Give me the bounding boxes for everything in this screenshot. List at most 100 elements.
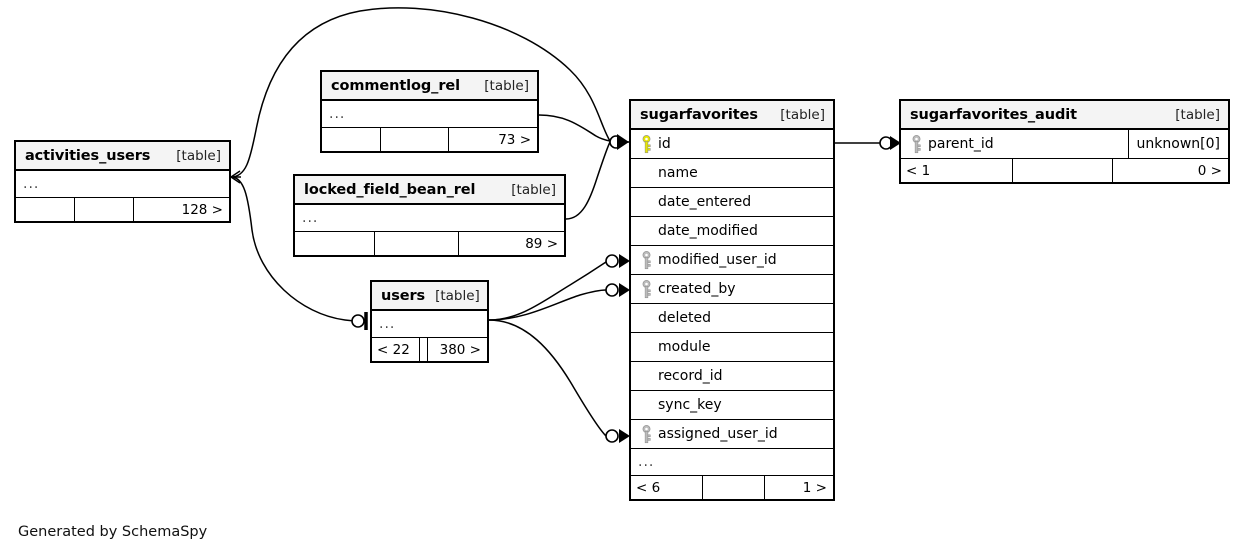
foreign-key-icon bbox=[640, 250, 653, 270]
table-type-tag: [table] bbox=[435, 287, 480, 304]
table-footer: < 22 380 > bbox=[372, 338, 487, 361]
table-footer: 128 > bbox=[16, 198, 229, 221]
footer-middle bbox=[75, 198, 134, 221]
table-title: users bbox=[381, 287, 426, 304]
table-footer: 73 > bbox=[322, 128, 537, 151]
connector-modified-user-id bbox=[605, 254, 630, 268]
table-activities-users[interactable]: activities_users [table] ... 128 > bbox=[14, 140, 231, 223]
column-name: id bbox=[658, 136, 671, 152]
column-row[interactable]: name bbox=[631, 159, 833, 188]
footer-middle bbox=[381, 128, 449, 151]
column-name: parent_id bbox=[928, 136, 994, 152]
table-commentlog-rel[interactable]: commentlog_rel [table] ... 73 > bbox=[320, 70, 539, 153]
connector-audit-parent-id bbox=[879, 136, 901, 150]
footer-parents bbox=[16, 198, 75, 221]
column-row[interactable]: deleted bbox=[631, 304, 833, 333]
columns-ellipsis: ... bbox=[372, 311, 487, 338]
footer-parents: < 22 bbox=[372, 338, 420, 361]
table-title: sugarfavorites_audit bbox=[910, 106, 1077, 123]
column-name: modified_user_id bbox=[658, 252, 777, 268]
columns-ellipsis: ... bbox=[295, 205, 564, 232]
table-footer: 89 > bbox=[295, 232, 564, 255]
column-row[interactable]: date_modified bbox=[631, 217, 833, 246]
edge-commentlog-rel-to-id bbox=[538, 114, 611, 142]
column-row[interactable]: record_id bbox=[631, 362, 833, 391]
footer-children: 128 > bbox=[181, 201, 223, 218]
footer-children: 0 > bbox=[1197, 162, 1222, 179]
connector-activities-users-right bbox=[230, 170, 241, 184]
table-title: activities_users bbox=[25, 147, 151, 164]
table-header: users [table] bbox=[372, 282, 487, 311]
table-type-tag: [table] bbox=[511, 181, 556, 198]
footer-parents bbox=[295, 232, 375, 255]
column-name: assigned_user_id bbox=[658, 426, 778, 442]
table-footer: < 6 1 > bbox=[631, 476, 833, 499]
key-spacer bbox=[640, 338, 653, 357]
footer-parents: < 6 bbox=[631, 476, 703, 499]
columns-ellipsis: ... bbox=[16, 171, 229, 198]
column-name: record_id bbox=[658, 368, 723, 384]
column-name: created_by bbox=[658, 281, 736, 297]
column-name: sync_key bbox=[658, 397, 722, 413]
column-name: name bbox=[658, 165, 698, 181]
footer-children: 380 > bbox=[439, 341, 481, 358]
column-name: deleted bbox=[658, 310, 711, 326]
connector-assigned-user-id bbox=[605, 429, 630, 443]
table-header: sugarfavorites_audit [table] bbox=[901, 101, 1228, 130]
key-spacer bbox=[640, 367, 653, 386]
foreign-key-icon bbox=[640, 424, 653, 444]
table-locked-field-bean-rel[interactable]: locked_field_bean_rel [table] ... 89 > bbox=[293, 174, 566, 257]
edge-locked-field-bean-rel-to-id bbox=[565, 141, 611, 220]
column-row[interactable]: assigned_user_id bbox=[631, 420, 833, 449]
edge-users-to-assigned-user-id bbox=[488, 319, 607, 437]
footer-children: 1 > bbox=[802, 479, 827, 496]
table-type-tag: [table] bbox=[176, 147, 221, 164]
key-spacer bbox=[640, 164, 653, 183]
table-users[interactable]: users [table] ... < 22 380 > bbox=[370, 280, 489, 363]
key-spacer bbox=[640, 396, 653, 415]
table-type-tag: [table] bbox=[1175, 106, 1220, 123]
column-row[interactable]: modified_user_id bbox=[631, 246, 833, 275]
edge-users-to-created-by bbox=[488, 289, 607, 321]
primary-key-icon bbox=[640, 134, 653, 154]
column-row[interactable]: module bbox=[631, 333, 833, 362]
table-header: activities_users [table] bbox=[16, 142, 229, 171]
table-type-tag: [table] bbox=[780, 106, 825, 123]
column-row[interactable]: created_by bbox=[631, 275, 833, 304]
footer-parents bbox=[322, 128, 381, 151]
foreign-key-icon bbox=[910, 134, 923, 154]
key-spacer bbox=[640, 309, 653, 328]
column-name: date_entered bbox=[658, 194, 752, 210]
connector-users-left bbox=[351, 312, 368, 330]
columns-ellipsis: ... bbox=[322, 101, 537, 128]
edge-users-to-modified-user-id bbox=[488, 261, 607, 321]
table-type-tag: [table] bbox=[484, 77, 529, 94]
key-spacer bbox=[640, 193, 653, 212]
generator-credit: Generated by SchemaSpy bbox=[18, 524, 208, 540]
table-sugarfavorites[interactable]: sugarfavorites [table] id name date_entere… bbox=[629, 99, 835, 501]
table-title: locked_field_bean_rel bbox=[304, 181, 476, 198]
connector-id-left bbox=[609, 134, 629, 150]
table-header: commentlog_rel [table] bbox=[322, 72, 537, 101]
columns-ellipsis: ... bbox=[631, 449, 833, 476]
table-title: sugarfavorites bbox=[640, 106, 758, 123]
table-header: locked_field_bean_rel [table] bbox=[295, 176, 564, 205]
footer-middle bbox=[1013, 159, 1113, 182]
connector-created-by bbox=[605, 283, 630, 297]
footer-children: 89 > bbox=[525, 235, 558, 252]
foreign-key-icon bbox=[640, 279, 653, 299]
column-row[interactable]: id bbox=[631, 130, 833, 159]
table-header: sugarfavorites [table] bbox=[631, 101, 833, 130]
column-list: id name date_entered date_modified modified_… bbox=[631, 130, 833, 449]
column-row[interactable]: date_entered bbox=[631, 188, 833, 217]
column-row[interactable]: sync_key bbox=[631, 391, 833, 420]
footer-middle bbox=[375, 232, 459, 255]
key-spacer bbox=[640, 222, 653, 241]
footer-children: 73 > bbox=[498, 131, 531, 148]
table-footer: < 1 0 > bbox=[901, 159, 1228, 182]
